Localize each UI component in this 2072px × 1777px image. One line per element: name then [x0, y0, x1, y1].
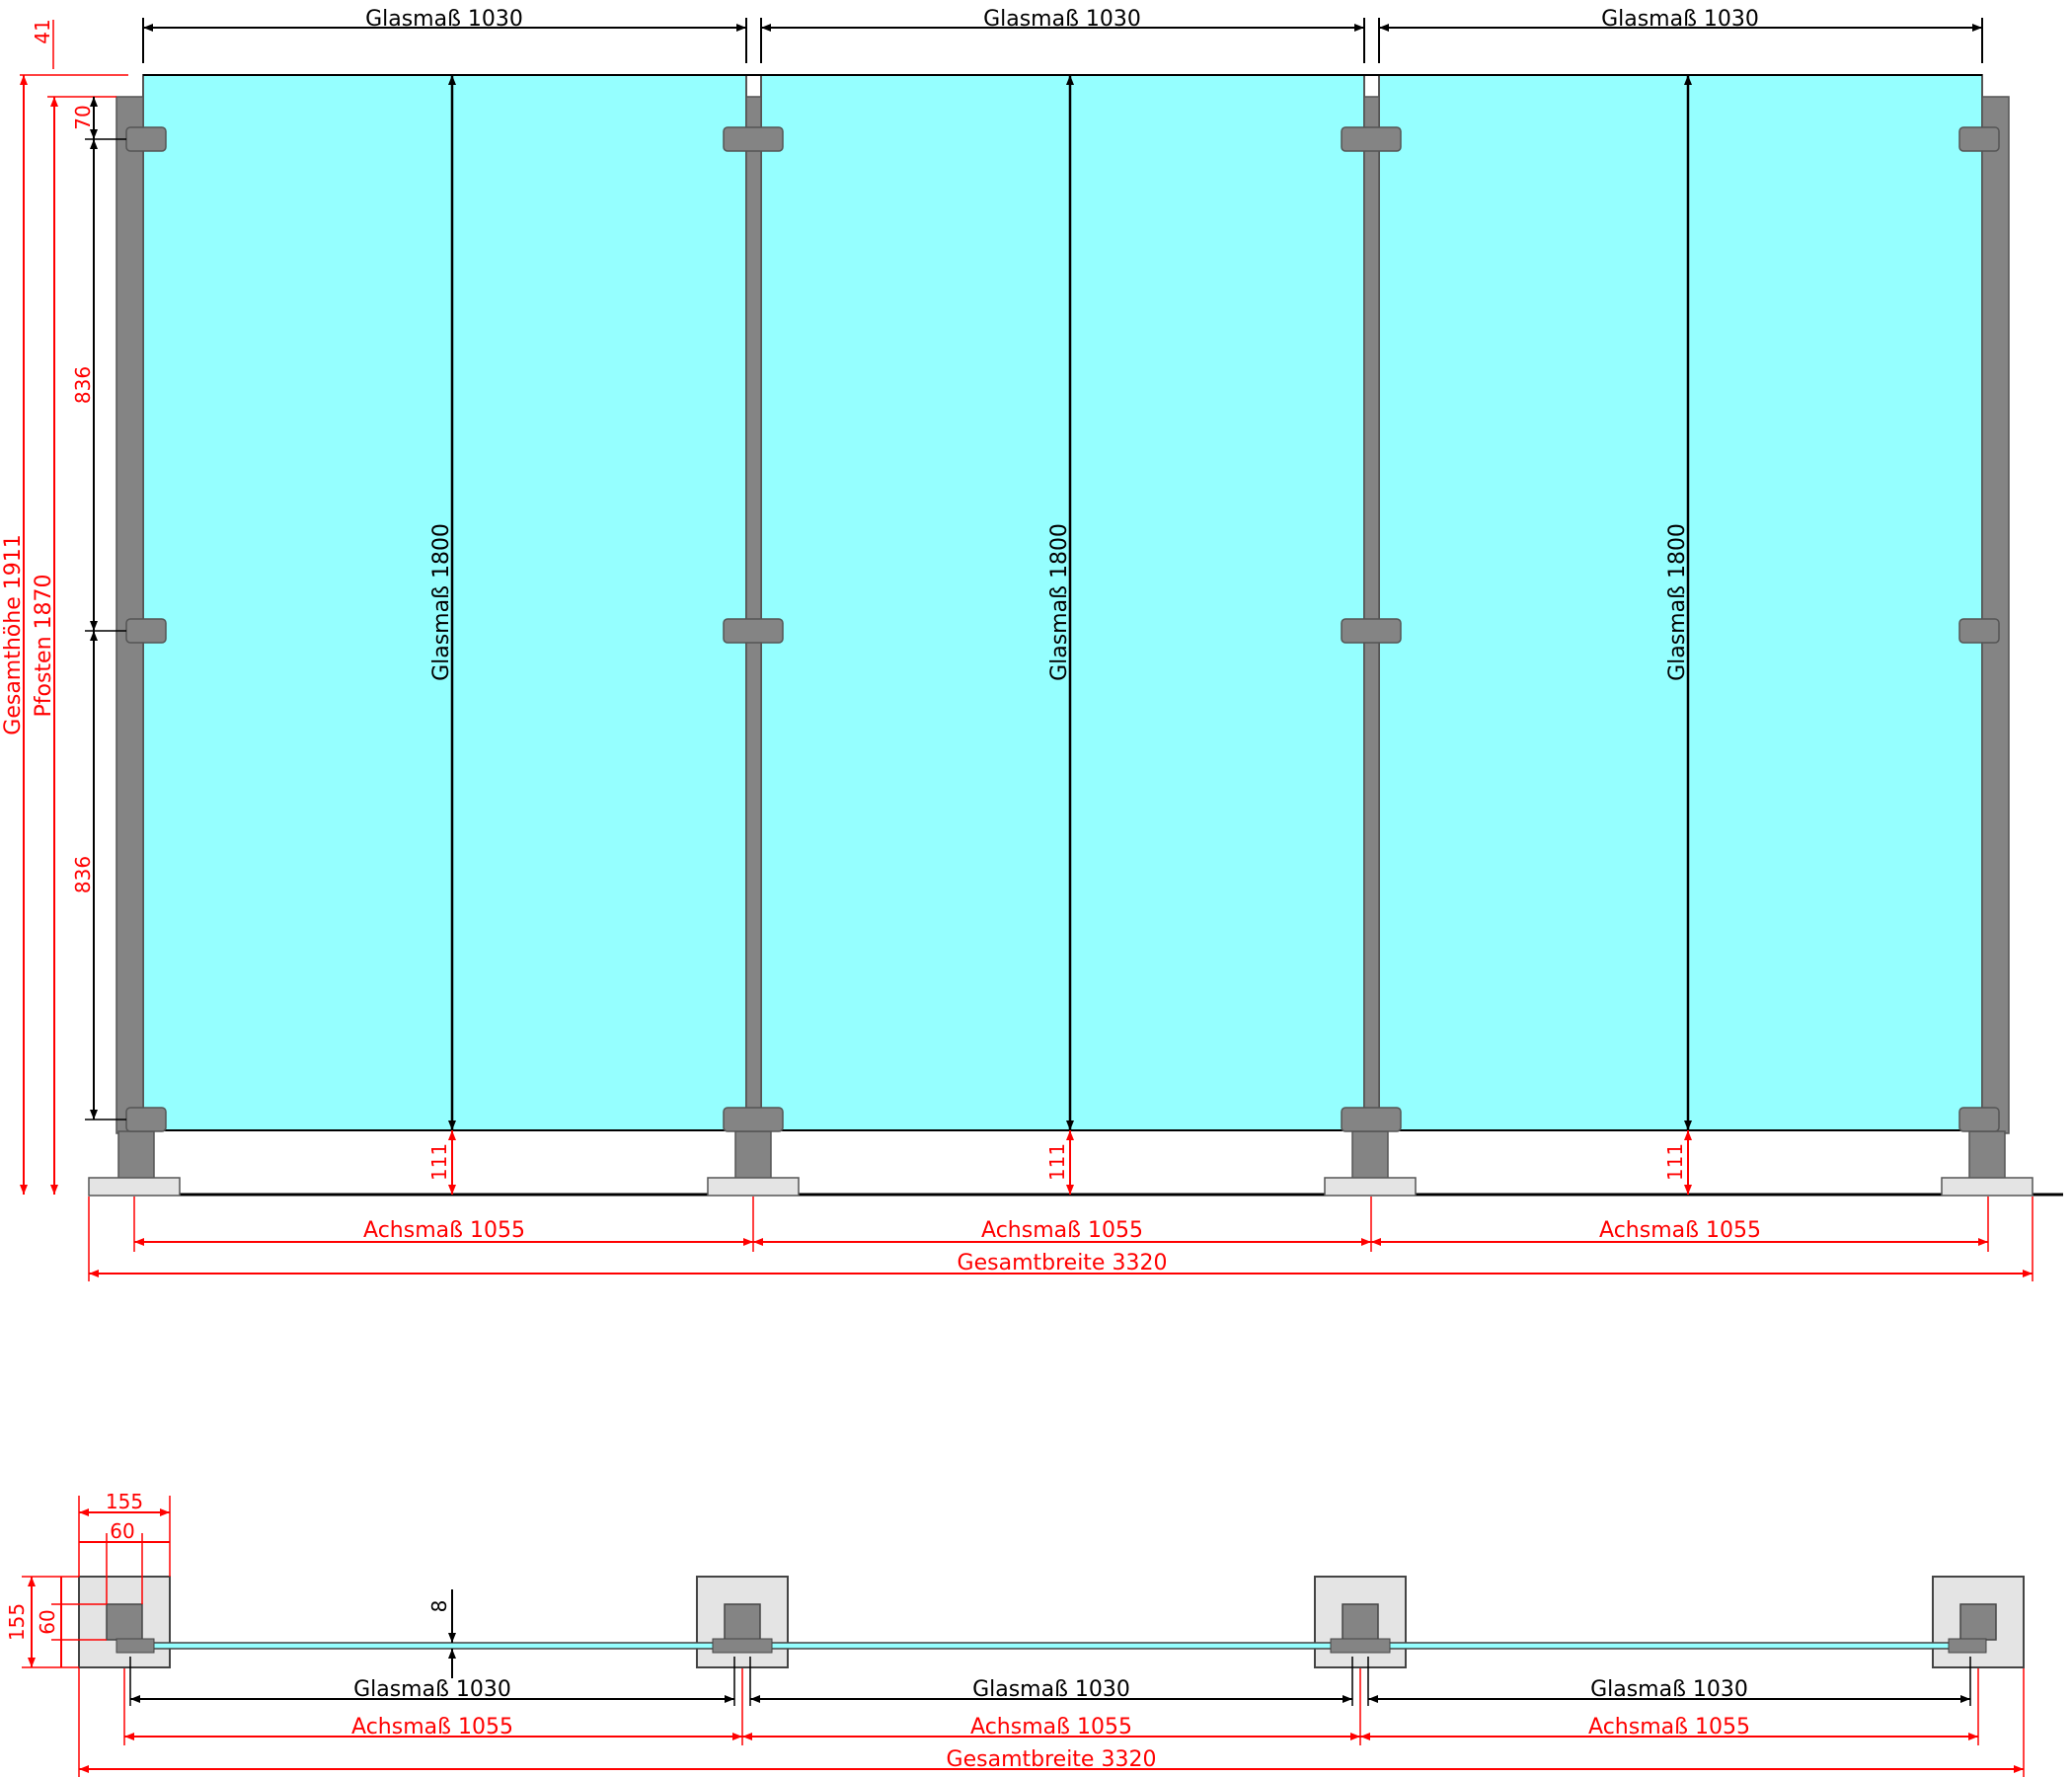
glass-panel-2: [760, 74, 1365, 1131]
bottom-gap-label-3: 111: [1663, 1143, 1687, 1181]
post-4: [1981, 96, 2010, 1134]
plan-glass-width-label-2: Glasmaß 1030: [972, 1677, 1130, 1702]
plan-glass-width-label-1: Glasmaß 1030: [353, 1677, 511, 1702]
clamp: [1958, 1107, 2000, 1132]
plan-post-width-label: 60: [110, 1519, 134, 1543]
post-foot-1: [117, 1130, 155, 1180]
base-plate-2: [707, 1177, 800, 1197]
post-3: [1363, 96, 1380, 1134]
plan-glass-width-dimensions: Glasmaß 1030 Glasmaß 1030 Glasmaß 1030: [129, 1657, 1971, 1706]
bottom-gap-label-2: 111: [1045, 1143, 1069, 1181]
clamp-spacing-dimensions: [85, 97, 126, 1120]
base-plate-3: [1324, 1177, 1417, 1197]
plan-size-dimensions: 155 60 155 60: [5, 1490, 171, 1668]
clamp-spacing-label-2: 836: [71, 856, 95, 893]
left-height-dimensions: Gesamthöhe 1911 Pfosten 1870 41: [1, 19, 128, 1195]
plan-post-4: [1959, 1603, 1997, 1641]
post-2: [745, 96, 762, 1134]
plan-glass-width-label-3: Glasmaß 1030: [1590, 1677, 1748, 1702]
clamp: [1341, 126, 1402, 152]
plan-base-width-label: 155: [106, 1490, 143, 1513]
axis-label-1: Achsmaß 1055: [363, 1218, 525, 1243]
clamp: [723, 126, 784, 152]
axis-label-2: Achsmaß 1055: [981, 1218, 1143, 1243]
plan-axis-label-3: Achsmaß 1055: [1588, 1715, 1750, 1739]
glass-height-label-1: Glasmaß 1800: [429, 523, 454, 681]
top-offset-label: 41: [31, 19, 54, 43]
base-plate-1: [88, 1177, 181, 1197]
glass-width-label-2: Glasmaß 1030: [983, 7, 1141, 32]
total-height-label: Gesamthöhe 1911: [1, 534, 26, 734]
plan-total-width-label: Gesamtbreite 3320: [947, 1747, 1157, 1772]
plan-post-3: [1342, 1603, 1379, 1641]
post-height-label: Pfosten 1870: [32, 574, 56, 717]
clamp: [1958, 126, 2000, 152]
total-width-label: Gesamtbreite 3320: [958, 1251, 1168, 1275]
glass-width-label-3: Glasmaß 1030: [1601, 7, 1759, 32]
plan-post-2: [724, 1603, 761, 1641]
glass-clamps: [125, 126, 2000, 1132]
plan-glass-line: [121, 1642, 1979, 1650]
glass-width-label-1: Glasmaß 1030: [365, 7, 523, 32]
plan-glass-thickness-label: 8: [427, 1600, 451, 1613]
glass-height-dimensions: Glasmaß 1800 Glasmaß 1800 Glasmaß 1800: [429, 75, 1692, 1130]
axis-label-3: Achsmaß 1055: [1599, 1218, 1761, 1243]
plan-base-depth-label: 155: [5, 1603, 29, 1641]
plan-clamp: [712, 1638, 773, 1654]
glass-panel-3: [1378, 74, 1983, 1131]
clamp: [1341, 618, 1402, 644]
glass-height-label-2: Glasmaß 1800: [1047, 523, 1072, 681]
plan-glass-thickness: 8: [427, 1589, 456, 1678]
plan-clamp: [115, 1638, 155, 1654]
clamp-spacing-labels: 70 836 836: [71, 105, 95, 893]
post-foot-4: [1968, 1130, 2006, 1180]
clamp: [1341, 1107, 1402, 1132]
clamp: [1958, 618, 2000, 644]
clamp: [723, 618, 784, 644]
clamp: [723, 1107, 784, 1132]
clamp: [125, 1107, 167, 1132]
plan-clamp: [1330, 1638, 1391, 1654]
post-foot-2: [734, 1130, 772, 1180]
bottom-gap-label-1: 111: [427, 1143, 451, 1181]
clamp-spacing-label-1: 836: [71, 366, 95, 404]
clamp: [125, 618, 167, 644]
clamp-offset-label: 70: [71, 105, 95, 129]
plan-axis-label-2: Achsmaß 1055: [970, 1715, 1132, 1739]
bottom-gap-dimensions: 111 111 111: [427, 1130, 1692, 1195]
plan-post-depth-label: 60: [36, 1609, 59, 1634]
post-1: [115, 96, 144, 1134]
plan-view: 155 60 155 60 8 Gla: [5, 1490, 2025, 1777]
base-plate-4: [1941, 1177, 2034, 1197]
axis-dimensions: Achsmaß 1055 Achsmaß 1055 Achsmaß 1055 G…: [88, 1197, 2034, 1281]
plan-post-1: [106, 1603, 143, 1641]
glass-width-dimensions: Glasmaß 1030 Glasmaß 1030 Glasmaß 1030: [142, 7, 1983, 63]
glass-height-label-3: Glasmaß 1800: [1665, 523, 1690, 681]
plan-clamp: [1948, 1638, 1987, 1654]
elevation-view: Glasmaß 1030 Glasmaß 1030 Glasmaß 1030 G…: [1, 7, 2063, 1281]
plan-axis-dimensions: Achsmaß 1055 Achsmaß 1055 Achsmaß 1055 G…: [78, 1668, 2025, 1777]
plan-axis-label-1: Achsmaß 1055: [351, 1715, 513, 1739]
post-foot-3: [1351, 1130, 1389, 1180]
clamp: [125, 126, 167, 152]
